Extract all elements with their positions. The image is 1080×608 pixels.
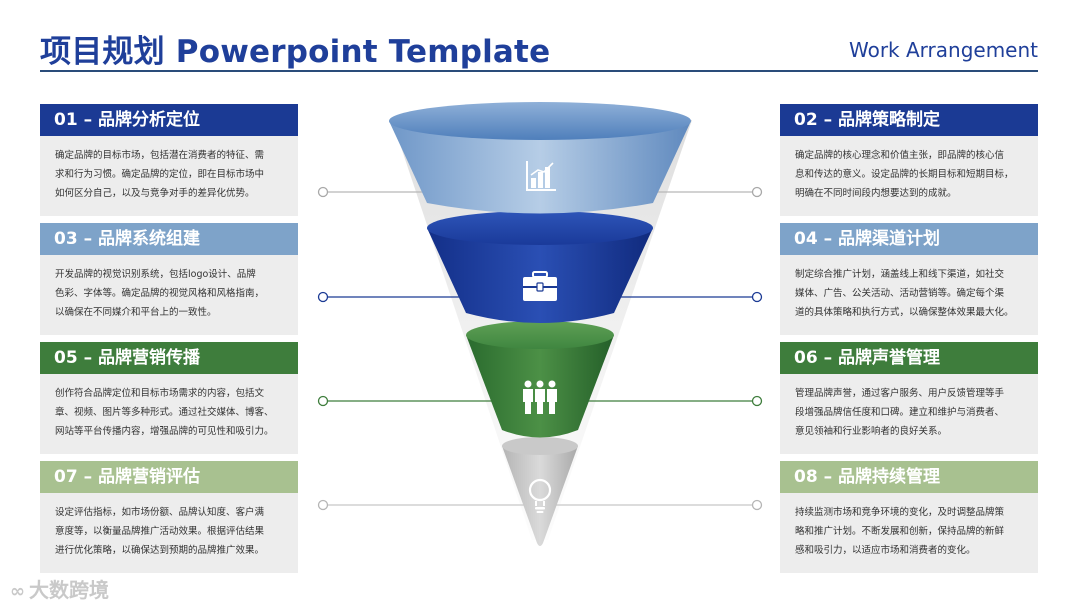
card-title: 05 – 品牌营销传播 <box>40 342 298 374</box>
card-line: 色彩、字体等。确定品牌的视觉风格和风格指南， <box>55 288 265 299</box>
watermark: ∞大数跨境 <box>10 574 109 603</box>
card-line: 确定品牌的核心理念和价值主张，即品牌的核心信 <box>795 150 1005 161</box>
card-line: 意度等，以衡量品牌推广活动效果。根据评估结果 <box>55 526 265 537</box>
card-04: 04 – 品牌渠道计划 制定综合推广计划，涵盖线上和线下渠道，如社交 媒体、广告… <box>780 223 1038 335</box>
card-02: 02 – 品牌策略制定 确定品牌的核心理念和价值主张，即品牌的核心信 息和传达的… <box>780 104 1038 216</box>
card-body: 开发品牌的视觉识别系统，包括logo设计、品牌 色彩、字体等。确定品牌的视觉风格… <box>40 255 298 322</box>
card-line: 媒体、广告、公关活动、活动营销等。确定每个渠 <box>795 288 1005 299</box>
briefcase-icon <box>523 271 557 301</box>
card-line: 求和行为习惯。确定品牌的定位，即在目标市场中 <box>55 169 265 180</box>
card-body: 确定品牌的目标市场，包括潜在消费者的特征、需 求和行为习惯。确定品牌的定位，即在… <box>40 136 298 203</box>
funnel-level-2 <box>427 211 653 323</box>
card-03: 03 – 品牌系统组建 开发品牌的视觉识别系统，包括logo设计、品牌 色彩、字… <box>40 223 298 335</box>
page-subtitle: Work Arrangement <box>848 38 1038 62</box>
card-body: 制定综合推广计划，涵盖线上和线下渠道，如社交 媒体、广告、公关活动、活动营销等。… <box>780 255 1038 322</box>
title-divider <box>40 70 1038 72</box>
card-title: 01 – 品牌分析定位 <box>40 104 298 136</box>
watermark-logo-icon: ∞ <box>10 581 25 602</box>
card-line: 管理品牌声誉，通过客户服务、用户反馈管理等手 <box>795 388 1005 399</box>
lightbulb-icon <box>528 478 552 513</box>
card-title: 03 – 品牌系统组建 <box>40 223 298 255</box>
connector-6 <box>568 395 763 407</box>
card-line: 创作符合品牌定位和目标市场需求的内容，包括文 <box>55 388 265 399</box>
card-line: 设定评估指标，如市场份额、品牌认知度、客户满 <box>55 507 265 518</box>
card-05: 05 – 品牌营销传播 创作符合品牌定位和目标市场需求的内容，包括文 章、视频、… <box>40 342 298 454</box>
card-line: 制定综合推广计划，涵盖线上和线下渠道，如社交 <box>795 269 1005 280</box>
card-title: 08 – 品牌持续管理 <box>780 461 1038 493</box>
team-icon <box>523 380 557 414</box>
card-07: 07 – 品牌营销评估 设定评估指标，如市场份额、品牌认知度、客户满 意度等，以… <box>40 461 298 573</box>
card-body: 管理品牌声誉，通过客户服务、用户反馈管理等手 段增强品牌信任度和口碑。建立和维护… <box>780 374 1038 441</box>
card-line: 明确在不同时间段内想要达到的成就。 <box>795 188 957 199</box>
card-body: 创作符合品牌定位和目标市场需求的内容，包括文 章、视频、图片等多种形式。通过社交… <box>40 374 298 441</box>
card-body: 确定品牌的核心理念和价值主张，即品牌的核心信 息和传达的意义。设定品牌的长期目标… <box>780 136 1038 203</box>
connector-5 <box>317 395 512 407</box>
funnel-level-3 <box>466 321 614 438</box>
card-line: 如何区分自己，以及与竞争对手的差异化优势。 <box>55 188 255 199</box>
card-line: 开发品牌的视觉识别系统，包括logo设计、品牌 <box>55 269 256 280</box>
card-line: 道的具体策略和执行方式，以确保整体效果最大化。 <box>795 307 1014 318</box>
card-line: 网站等平台传播内容，增强品牌的可见性和吸引力。 <box>55 426 274 437</box>
card-01: 01 – 品牌分析定位 确定品牌的目标市场，包括潜在消费者的特征、需 求和行为习… <box>40 104 298 216</box>
card-08: 08 – 品牌持续管理 持续监测市场和竞争环境的变化，及时调整品牌策 略和推广计… <box>780 461 1038 573</box>
funnel-level-4 <box>502 437 578 546</box>
card-body: 设定评估指标，如市场份额、品牌认知度、客户满 意度等，以衡量品牌推广活动效果。根… <box>40 493 298 560</box>
card-line: 段增强品牌信任度和口碑。建立和维护与消费者、 <box>795 407 1005 418</box>
bar-chart-icon <box>526 161 556 191</box>
card-body: 持续监测市场和竞争环境的变化，及时调整品牌策 略和推广计划。不断发展和创新，保持… <box>780 493 1038 560</box>
card-title: 07 – 品牌营销评估 <box>40 461 298 493</box>
card-line: 息和传达的意义。设定品牌的长期目标和短期目标， <box>795 169 1014 180</box>
card-line: 略和推广计划。不断发展和创新，保持品牌的新鲜 <box>795 526 1005 537</box>
card-title: 02 – 品牌策略制定 <box>780 104 1038 136</box>
card-line: 确定品牌的目标市场，包括潜在消费者的特征、需 <box>55 150 265 161</box>
card-line: 意见领袖和行业影响者的良好关系。 <box>795 426 948 437</box>
card-line: 章、视频、图片等多种形式。通过社交媒体、博客、 <box>55 407 274 418</box>
card-line: 进行优化策略，以确保达到预期的品牌推广效果。 <box>55 545 265 556</box>
card-line: 持续监测市场和竞争环境的变化，及时调整品牌策 <box>795 507 1005 518</box>
card-title: 06 – 品牌声誉管理 <box>780 342 1038 374</box>
card-line: 感和吸引力，以适应市场和消费者的变化。 <box>795 545 976 556</box>
card-line: 以确保在不同媒介和平台上的一致性。 <box>55 307 217 318</box>
funnel-level-1 <box>389 102 691 214</box>
watermark-text: 大数跨境 <box>29 578 109 602</box>
card-title: 04 – 品牌渠道计划 <box>780 223 1038 255</box>
card-06: 06 – 品牌声誉管理 管理品牌声誉，通过客户服务、用户反馈管理等手 段增强品牌… <box>780 342 1038 454</box>
page-title: 项目规划 Powerpoint Template <box>40 34 551 70</box>
